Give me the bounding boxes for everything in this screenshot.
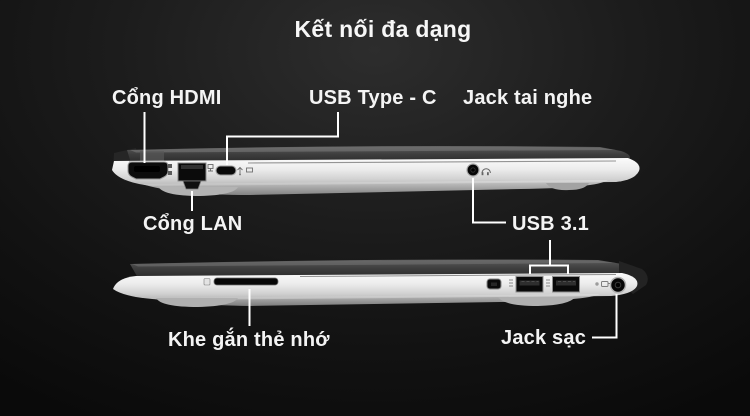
seam-line [247,160,617,164]
power-led [595,282,599,286]
label-charger-jack: Jack sạc [501,327,587,349]
rubber-foot [546,183,589,191]
rubber-foot [156,298,238,307]
hdmi-indicator-icons [168,164,172,175]
battery-icon [601,281,610,287]
callout-line-usb-c [226,112,339,165]
seam-line [299,274,617,277]
label-lan-port: Cổng LAN [143,213,243,235]
label-memory-card: Khe gắn thẻ nhớ [168,329,330,351]
headphone-icon [481,168,491,176]
lan-icon [207,164,214,172]
underside [150,294,600,306]
lid-highlight [130,146,616,153]
callout-line-charger [592,294,618,339]
usb-c-icons [237,166,253,176]
callout-lines [143,112,618,339]
base-band [112,158,640,186]
label-usb-3-1: USB 3.1 [512,213,589,235]
usb-a-port [546,276,580,293]
lan-port [177,162,207,190]
hinge-detail [140,151,164,161]
kensington-lock-slot [486,278,502,290]
laptop-right-side-view [113,259,648,307]
headphone-jack [466,163,480,177]
laptop-left-side-view [112,146,640,196]
label-usb-type-c: USB Type - C [309,87,437,109]
rubber-foot [498,297,575,306]
usb-c-port [215,165,237,176]
hdmi-port [127,161,169,180]
lid-highlight [132,259,616,267]
usb-a-port [509,276,544,293]
callout-line-headphone-to-usb31 [472,178,506,224]
callout-line-usb31-bracket [529,264,569,274]
sd-card-icon [203,278,211,286]
rubber-foot [158,186,238,196]
underside [142,180,608,195]
page-title: Kết nối đa dạng [294,16,472,42]
sd-card-slot [213,277,279,286]
label-hdmi-port: Cổng HDMI [112,87,222,109]
label-headphone-jack: Jack tai nghe [463,87,593,109]
power-jack [609,276,627,294]
